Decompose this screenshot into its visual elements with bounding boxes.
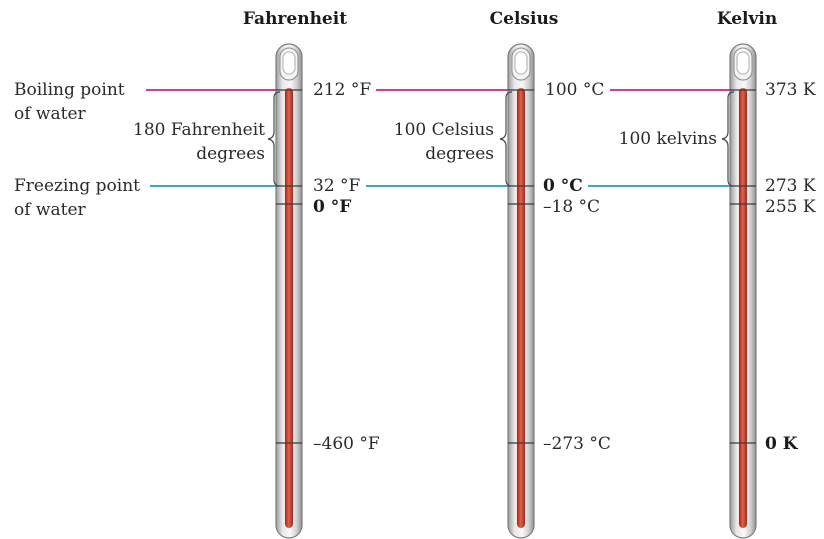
celsius-interval-line2: degrees <box>425 144 494 164</box>
tick-marks <box>276 89 756 444</box>
fahrenheit-interval-line1: 180 Fahrenheit <box>133 120 265 140</box>
c-zero-label: –18 °C <box>543 197 600 217</box>
c-boiling-label: 100 °C <box>545 80 604 100</box>
f-absolute-label: –460 °F <box>313 434 380 454</box>
freezing-point-label-line2: of water <box>14 200 87 220</box>
brace-celsius <box>499 91 513 187</box>
c-freezing-label: 0 °C <box>543 176 583 196</box>
brace-fahrenheit <box>267 91 281 187</box>
freezing-point-label-line1: Freezing point <box>14 176 140 196</box>
fahrenheit-interval-line2: degrees <box>196 144 265 164</box>
boiling-point-label-line1: Boiling point <box>14 80 125 100</box>
k-absolute-label: 0 K <box>765 434 799 454</box>
f-zero-label: 0 °F <box>313 197 351 217</box>
kelvin-interval-line1: 100 kelvins <box>619 129 717 149</box>
k-zero-label: 255 K <box>765 197 816 217</box>
boiling-point-label-line2: of water <box>14 104 87 124</box>
k-freezing-label: 273 K <box>765 176 816 196</box>
thermometer-celsius <box>507 43 535 539</box>
brace-kelvin <box>721 91 735 187</box>
thermometer-kelvin <box>729 43 757 539</box>
c-absolute-label: –273 °C <box>543 434 611 454</box>
k-boiling-label: 373 K <box>765 80 816 100</box>
title-kelvin: Kelvin <box>717 9 777 29</box>
celsius-interval-line1: 100 Celsius <box>394 120 494 140</box>
f-boiling-label: 212 °F <box>313 80 371 100</box>
thermometer-fahrenheit <box>275 43 303 539</box>
title-celsius: Celsius <box>490 9 559 29</box>
f-freezing-label: 32 °F <box>313 176 361 196</box>
title-fahrenheit: Fahrenheit <box>243 9 347 29</box>
